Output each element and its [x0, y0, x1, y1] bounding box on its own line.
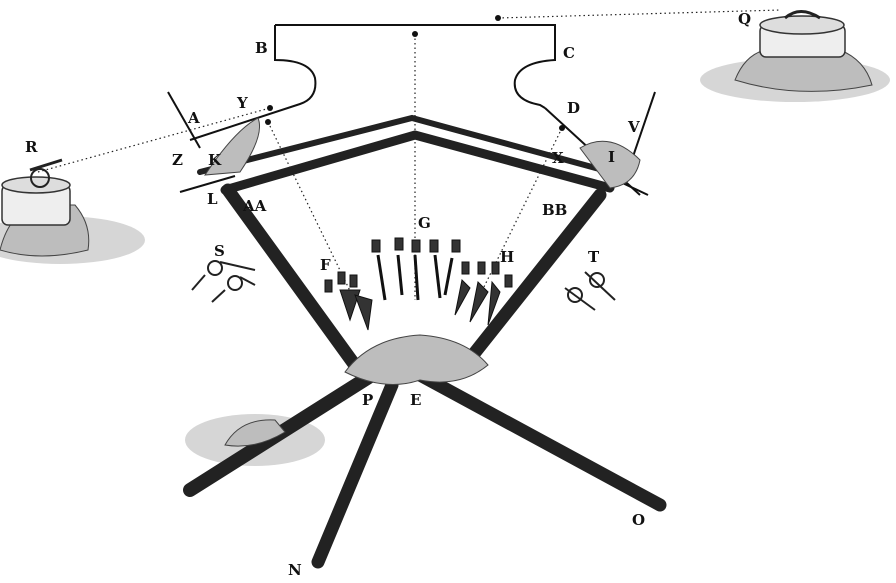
trench-left	[221, 183, 369, 382]
label-k: K	[208, 151, 222, 169]
label-t: T	[588, 248, 600, 266]
label-q: Q	[738, 10, 751, 28]
artillery-s	[191, 260, 256, 303]
dot-y	[267, 105, 273, 111]
line-a	[167, 91, 201, 149]
parapet-inner	[220, 130, 615, 195]
label-bb: BB	[542, 201, 567, 219]
dot-f-ref	[265, 119, 271, 125]
label-i: I	[608, 148, 615, 166]
label-h: H	[500, 248, 514, 266]
label-e: E	[410, 391, 421, 409]
label-r: R	[25, 138, 38, 156]
label-n: N	[288, 561, 302, 579]
line-l-left	[179, 175, 236, 193]
dot-d	[559, 125, 565, 131]
left-mound	[224, 419, 286, 447]
parapet-outer	[197, 114, 628, 179]
emplacement-r	[0, 158, 90, 257]
troops-f	[324, 271, 373, 331]
mound-i	[579, 140, 641, 189]
label-o: O	[632, 511, 645, 529]
central-mound	[344, 334, 489, 385]
mound-zk	[204, 117, 260, 176]
label-f: F	[320, 256, 331, 274]
label-s: S	[214, 242, 225, 260]
label-d: D	[567, 99, 580, 117]
label-l: L	[207, 190, 218, 208]
label-p: P	[362, 391, 373, 409]
label-y: Y	[236, 94, 248, 112]
label-g: G	[418, 214, 431, 232]
sight-line-q	[497, 9, 781, 19]
label-c: C	[563, 44, 575, 62]
label-b: B	[255, 39, 268, 57]
troops-h	[454, 261, 513, 326]
trench-to-o	[413, 368, 667, 512]
label-a: A	[187, 109, 200, 127]
label-v: V	[627, 118, 640, 136]
artillery-t	[564, 271, 616, 311]
dot-q-ref	[495, 15, 501, 21]
emplacement-q	[734, 10, 873, 92]
trench-to-n	[311, 378, 399, 569]
label-aa: AA	[242, 197, 267, 215]
dot-top	[412, 31, 418, 37]
label-z: Z	[172, 151, 183, 169]
top-outline	[189, 24, 556, 141]
sight-line-f	[267, 121, 353, 296]
trench-right	[458, 188, 607, 372]
troops-g	[371, 237, 461, 301]
label-x: X	[552, 149, 564, 167]
